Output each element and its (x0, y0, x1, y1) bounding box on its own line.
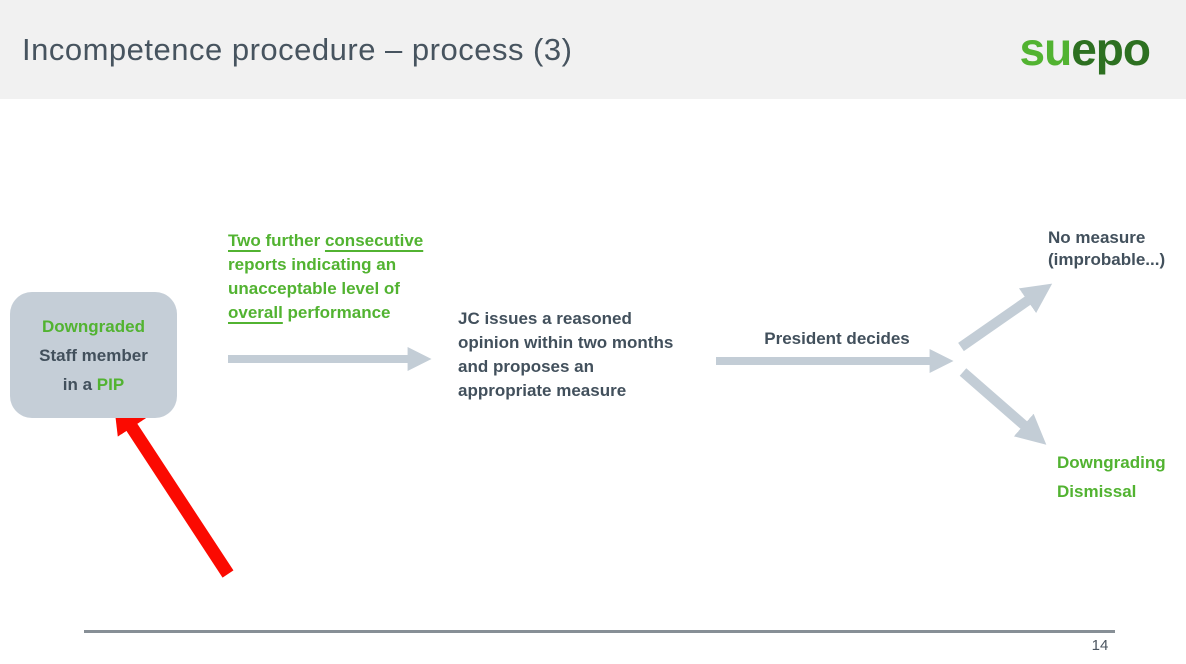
trigger-text-segment: further (260, 231, 325, 250)
start-box-line2: Staff member (39, 345, 148, 365)
outcome-downgrading-dismissal: Downgrading Dismissal (1057, 448, 1186, 506)
start-box-line3-pip: PIP (96, 374, 125, 394)
jc-opinion-text: JC issues a reasoned opinion within two … (458, 309, 674, 400)
outcome-dismissal: Dismissal (1057, 482, 1137, 501)
start-box-line3: in a PIP (63, 370, 124, 399)
start-box-line3-prefix: in a (62, 374, 97, 394)
slide-header: Incompetence procedure – process (3) sue… (0, 0, 1186, 99)
trigger-word-overall: overall (228, 303, 283, 322)
page-title: Incompetence procedure – process (3) (22, 31, 573, 67)
outcome-no-measure: No measure (improbable...) (1048, 227, 1186, 271)
start-box-staff-member-pip: Downgraded Staff member in a PIP (10, 292, 177, 418)
trigger-reports-text: Two further consecutive reports indicati… (228, 229, 442, 325)
president-decides-label: President decides (764, 329, 910, 348)
start-box-line1: Downgraded (42, 316, 145, 336)
page-number: 14 (1091, 637, 1109, 654)
arrow-fork-down-downgrading (959, 368, 1047, 445)
trigger-text-segment: reports indicating an unacceptable level… (228, 231, 428, 298)
arrow-fork-up-no-measure (958, 283, 1053, 352)
logo-text-dark: epo (1071, 23, 1151, 75)
trigger-text-segment: performance (282, 303, 391, 322)
logo-text-light: su (1019, 23, 1073, 75)
trigger-word-two: Two (228, 231, 261, 250)
outcome-downgrading: Downgrading (1057, 453, 1166, 472)
footer-divider-line (84, 630, 1115, 633)
trigger-word-consecutive: consecutive (324, 231, 424, 250)
outcome-no-measure-line2: (improbable...) (1048, 250, 1166, 269)
red-annotation-arrow (113, 399, 234, 578)
suepo-logo: suepo (1019, 14, 1151, 84)
outcome-no-measure-line1: No measure (1048, 228, 1146, 247)
